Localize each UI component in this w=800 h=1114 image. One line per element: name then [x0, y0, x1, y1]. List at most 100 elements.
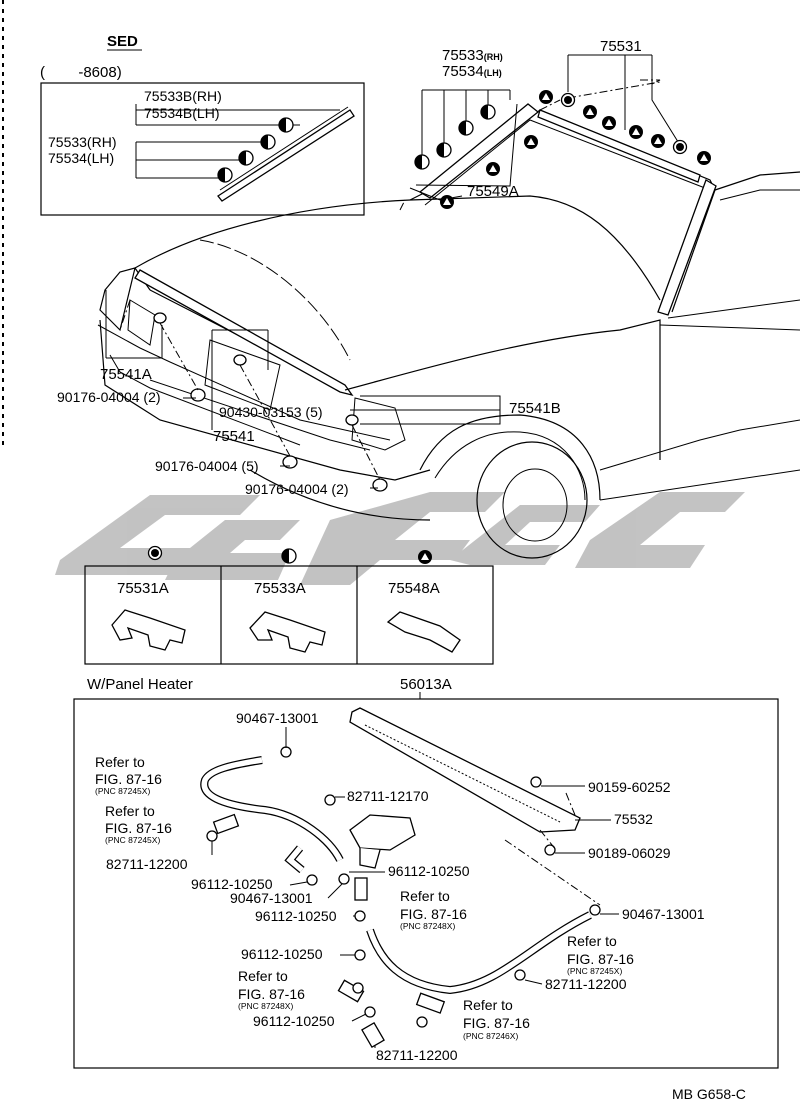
tri-symbol-5 — [651, 134, 665, 148]
heater-label-p9: 96112-10250 — [255, 908, 337, 924]
full-symbol-b — [672, 139, 688, 155]
heater-label-p4: 75532 — [614, 811, 653, 827]
label-75533-rh: 75533(RH) — [442, 47, 503, 64]
heater-leader-p7 — [289, 881, 308, 886]
svg-text:Refer to: Refer to — [400, 888, 450, 904]
leader-hood — [105, 290, 501, 489]
svg-text:(PNC 87245X): (PNC 87245X) — [95, 786, 150, 796]
label-90176-2-right: 90176-04004 (2) — [245, 481, 349, 497]
half-symbol-a — [414, 154, 430, 170]
heater-label-p15: 82711-12200 — [376, 1047, 458, 1063]
heater-label-p6: 96112-10250 — [388, 863, 470, 879]
variant-label: SED — [107, 33, 138, 50]
svg-text:FIG. 87-16: FIG. 87-16 — [238, 986, 305, 1002]
heater-leader-p14 — [351, 1013, 367, 1022]
heater-label-p12: 82711-12200 — [545, 976, 627, 992]
svg-text:(PNC 87245X): (PNC 87245X) — [105, 835, 160, 845]
heater-label-p11: 96112-10250 — [241, 946, 323, 962]
heater-title: W/Panel Heater — [87, 676, 193, 693]
leader-75531 — [567, 54, 681, 146]
label-90430: 90430-03153 (5) — [219, 404, 323, 420]
inset-frame — [40, 82, 365, 216]
legend-part-75548a: 75548A — [388, 580, 440, 597]
tri-symbol-1 — [539, 90, 553, 104]
half-symbol-c — [458, 120, 474, 136]
svg-text:FIG. 87-16: FIG. 87-16 — [400, 906, 467, 922]
heater-leader-p12 — [524, 979, 543, 985]
refer-block-5: Refer to FIG. 87-16 (PNC 87248X) — [238, 968, 305, 1011]
inset-label-75533b: 75533B(RH) — [144, 88, 222, 104]
half-symbol-d — [480, 104, 496, 120]
tri-symbol-4 — [629, 125, 643, 139]
tri-symbol-8 — [486, 162, 500, 176]
inset-label-75533: 75533(RH) — [48, 134, 116, 150]
legend-table — [84, 545, 494, 665]
inset-half-symbol-3 — [238, 150, 254, 166]
label-75541b: 75541B — [509, 400, 561, 417]
heater-label-p2: 82711-12170 — [347, 788, 429, 804]
svg-text:FIG. 87-16: FIG. 87-16 — [105, 820, 172, 836]
heater-label-p10: 90467-13001 — [622, 906, 705, 922]
heater-frame — [73, 698, 779, 1069]
heater-drawing — [200, 707, 601, 1049]
svg-text:Refer to: Refer to — [238, 968, 288, 984]
svg-text:Refer to: Refer to — [463, 997, 513, 1013]
refer-block-3: Refer to FIG. 87-16 (PNC 87248X) — [400, 888, 467, 931]
label-90176-5: 90176-04004 (5) — [155, 458, 259, 474]
heater-label-p3: 90159-60252 — [588, 779, 671, 795]
watermark-logo — [55, 492, 745, 585]
heater-label-p7: 96112-10250 — [191, 876, 273, 892]
inset-half-symbol-1 — [278, 117, 294, 133]
heater-label-p13: 82711-12200 — [106, 856, 188, 872]
refer-block-4: Refer to FIG. 87-16 (PNC 87245X) — [567, 933, 634, 976]
svg-text:FIG. 87-16: FIG. 87-16 — [95, 771, 162, 787]
heater-leader-p8 — [327, 883, 343, 899]
inset-leader — [135, 141, 265, 179]
car-body-illustration — [97, 103, 800, 559]
heater-dashed-leader — [504, 792, 601, 906]
leader-75533-to-car — [409, 103, 518, 201]
figure-code: MB G658-C — [672, 1086, 746, 1102]
label-90176-2-left: 90176-04004 (2) — [57, 389, 161, 405]
label-75541a: 75541A — [100, 366, 152, 383]
svg-text:Refer to: Refer to — [105, 803, 155, 819]
svg-text:FIG. 87-16: FIG. 87-16 — [567, 951, 634, 967]
refer-block-2: Refer to FIG. 87-16 (PNC 87245X) — [105, 803, 172, 845]
inset-date-range: ( -8608) — [40, 64, 122, 81]
inset-label-75534: 75534(LH) — [48, 150, 114, 166]
inset-leader-b — [135, 104, 340, 126]
refer-block-1: Refer to FIG. 87-16 (PNC 87245X) — [95, 754, 162, 796]
leader-75533 — [421, 89, 511, 160]
inset-molding — [217, 106, 355, 202]
tri-symbol-9 — [440, 195, 454, 209]
leader-75531-dash — [567, 81, 661, 99]
heater-label-p8: 90467-13001 — [230, 890, 313, 906]
legend-clip-drawings — [111, 609, 461, 653]
svg-text:(PNC 87248X): (PNC 87248X) — [238, 1001, 293, 1011]
tri-symbol-7 — [524, 135, 538, 149]
svg-text:(PNC 87248X): (PNC 87248X) — [400, 921, 455, 931]
inset-label-75534b: 75534B(LH) — [144, 105, 220, 121]
label-75534-lh: 75534(LH) — [442, 63, 502, 80]
heater-label-p5: 90189-06029 — [588, 845, 671, 861]
heater-assembly: 56013A — [400, 676, 452, 693]
svg-text:FIG. 87-16: FIG. 87-16 — [463, 1015, 530, 1031]
legend-part-75531a: 75531A — [117, 580, 169, 597]
label-75531: 75531 — [600, 38, 642, 55]
tri-symbol-6 — [697, 151, 711, 165]
tri-symbol-3 — [602, 116, 616, 130]
svg-text:(PNC 87246X): (PNC 87246X) — [463, 1031, 518, 1041]
refer-block-6: Refer to FIG. 87-16 (PNC 87246X) — [463, 997, 530, 1041]
svg-text:(PNC 87245X): (PNC 87245X) — [567, 966, 622, 976]
svg-text:Refer to: Refer to — [567, 933, 617, 949]
heater-label-p14: 96112-10250 — [253, 1013, 335, 1029]
tri-symbol-2 — [583, 105, 597, 119]
heater-label-p1: 90467-13001 — [236, 710, 319, 726]
half-symbol-b — [436, 142, 452, 158]
label-75541: 75541 — [213, 428, 255, 445]
car-dashed-leaders — [119, 79, 661, 481]
legend-part-75533a: 75533A — [254, 580, 306, 597]
full-symbol-a — [560, 92, 576, 108]
svg-text:Refer to: Refer to — [95, 754, 145, 770]
